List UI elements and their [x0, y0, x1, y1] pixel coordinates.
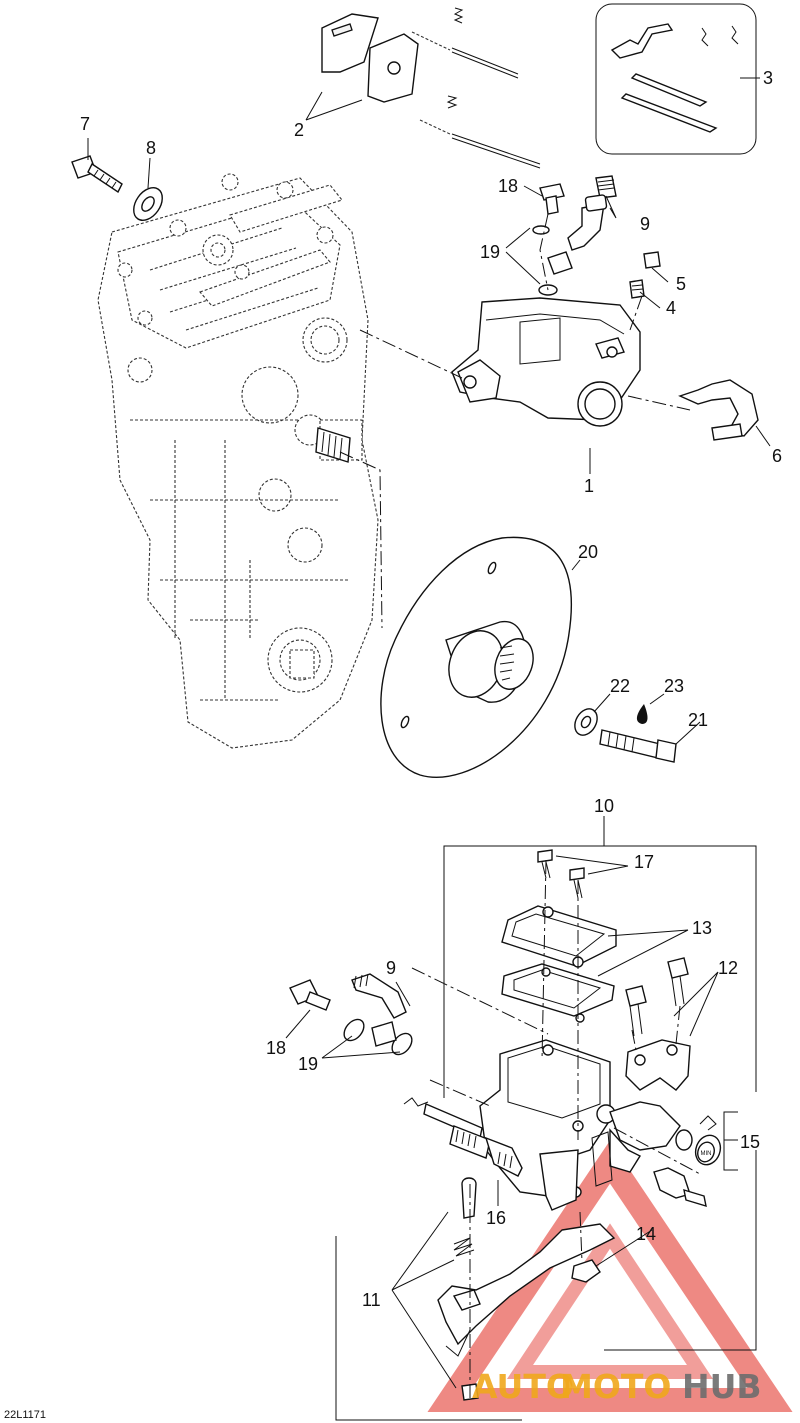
reservoir-cap-label: MIN	[701, 1151, 712, 1157]
seal-washers-19-lower	[343, 1018, 413, 1056]
brake-hose-9-lower	[351, 973, 407, 1019]
callout-1: 1	[584, 476, 594, 496]
callout-22: 22	[610, 676, 630, 696]
callout-9-lower: 9	[386, 958, 396, 978]
callout-20: 20	[578, 542, 598, 562]
callout-14: 14	[636, 1224, 656, 1244]
callout-23: 23	[664, 676, 684, 696]
watermark-auto: AUTO	[472, 1367, 574, 1406]
reservoir-diaphragm	[501, 963, 615, 1023]
callout-4: 4	[666, 298, 676, 318]
watermark-moto: MOTO	[560, 1367, 671, 1406]
callout-3: 3	[763, 68, 773, 88]
washer-8	[133, 187, 163, 221]
push-rod-assembly	[403, 1097, 579, 1211]
callout-21: 21	[688, 710, 708, 730]
leader-lines	[87, 77, 771, 1389]
nut-14	[571, 1259, 601, 1283]
reservoir-cover-13	[501, 905, 617, 968]
callout-2: 2	[294, 120, 304, 140]
brake-disc	[380, 536, 572, 778]
bleeder-screw-4	[629, 279, 645, 299]
gearbox-housing	[97, 173, 379, 749]
brake-caliper	[451, 297, 641, 427]
callout-7: 7	[80, 114, 90, 134]
pad-retaining-pins	[411, 7, 541, 169]
seal-washers-19-upper	[532, 225, 573, 296]
bolt-21	[599, 729, 677, 763]
brake-pads	[321, 13, 419, 103]
callout-18-lower: 18	[266, 1038, 286, 1058]
callout-5: 5	[676, 274, 686, 294]
callout-10: 10	[594, 796, 614, 816]
brake-hose-9-upper	[567, 175, 617, 251]
watermark-hub: HUB	[682, 1367, 762, 1406]
fitting-6	[678, 379, 759, 441]
lever-parts-11	[453, 1177, 479, 1401]
clamp-screws-12	[625, 957, 689, 1037]
callout-15: 15	[740, 1132, 760, 1152]
drawing-reference: 22L1171	[4, 1409, 46, 1421]
thread-locker-drop-23	[636, 704, 648, 724]
assembly-centerlines	[339, 213, 701, 1400]
callout-18-upper: 18	[498, 176, 518, 196]
callout-labels: 1 2 3 4 5 6 7 8 9 9 10 11 12 13 14 15 16…	[80, 68, 782, 1310]
callout-9-upper: 9	[640, 214, 650, 234]
brake-lever	[437, 1223, 616, 1357]
screws-17	[537, 849, 585, 899]
bolt-7	[71, 155, 123, 194]
callout-8: 8	[146, 138, 156, 158]
callout-19-upper: 19	[480, 242, 500, 262]
callout-12: 12	[718, 958, 738, 978]
callout-6: 6	[772, 446, 782, 466]
banjo-bolt-18-lower	[289, 979, 331, 1011]
lever-pivot-pin	[653, 1167, 707, 1208]
washer-22	[574, 708, 598, 736]
bleeder-cap-5	[643, 251, 661, 269]
callout-17: 17	[634, 852, 654, 872]
callout-19-lower: 19	[298, 1054, 318, 1074]
callout-16: 16	[486, 1208, 506, 1228]
master-cylinder-frame	[335, 845, 757, 1421]
watermark-text: AUTO MOTO HUB	[472, 1367, 762, 1406]
pin-kit-box	[595, 3, 757, 155]
banjo-bolt-18-upper	[539, 183, 565, 215]
callout-11: 11	[362, 1290, 381, 1310]
clamp-bracket	[625, 1039, 691, 1091]
reservoir-cap-15: MIN	[675, 1115, 722, 1166]
callout-13: 13	[692, 918, 712, 938]
